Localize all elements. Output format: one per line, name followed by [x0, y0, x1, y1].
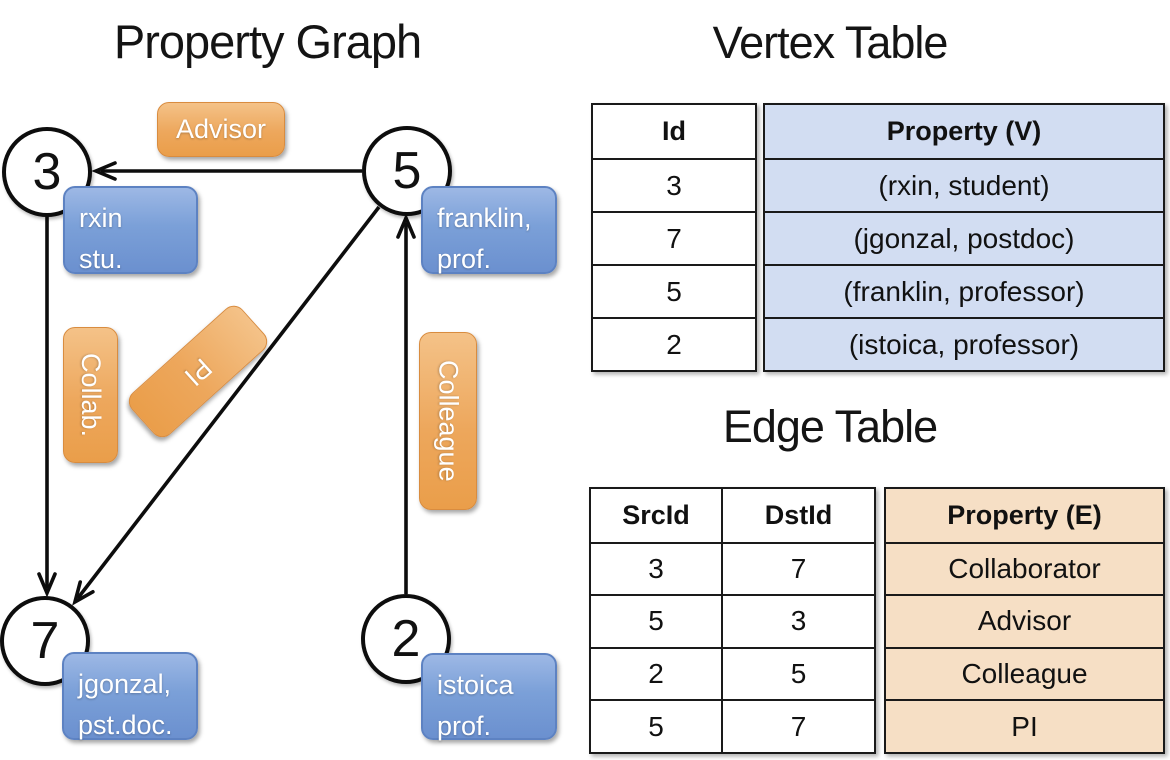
edge-table-dstid-header: DstId: [721, 489, 874, 542]
edge-table-property-cell: Collaborator: [886, 541, 1163, 595]
vertex-table-property-cell: (istoica, professor): [765, 317, 1163, 370]
edge-table-property-header: Property (E): [947, 499, 1102, 530]
edge-table-srcid-header: SrcId: [622, 499, 690, 530]
property-graph-title: Property Graph: [113, 15, 422, 68]
vertex-property-card-7: jgonzal, pst.doc.: [62, 652, 198, 740]
node-id-label: 5: [392, 142, 422, 200]
node-id-label: 7: [30, 612, 60, 670]
vertex-table-property-cell: (franklin, professor): [765, 264, 1163, 317]
edge-label-text: Colleague: [433, 360, 464, 482]
edge-table-src-cell: 3: [591, 541, 721, 595]
vertex-property-line: istoica: [437, 670, 514, 700]
edge-table-src-cell: 5: [591, 594, 721, 647]
edge-label-collab: Collab.: [63, 327, 118, 463]
vertex-table-id-cell: 7: [593, 211, 755, 264]
vertex-property-line: franklin,: [437, 203, 532, 233]
edge-table-dst-cell: 3: [721, 594, 874, 647]
edge-table-dst-cell: 7: [721, 541, 874, 595]
vertex-table-property-cell: (rxin, student): [765, 158, 1163, 211]
edge-label-text: PI: [178, 352, 218, 392]
vertex-table-id-header: Id: [662, 116, 686, 146]
vertex-table-title: Vertex Table: [712, 17, 949, 68]
node-id-label: 2: [391, 610, 421, 668]
vertex-table-property-cell: (jgonzal, postdoc): [765, 211, 1163, 264]
vertex-property-line: prof.: [437, 243, 492, 274]
edge-table-property-column: Property (E) Collaborator Advisor Collea…: [884, 487, 1165, 754]
vertex-property-line: rxin: [79, 203, 123, 233]
edge-table-property-cell: Colleague: [886, 646, 1163, 700]
edge-table-dst-cell: 5: [721, 646, 874, 700]
vertex-property-card-5: franklin, prof.: [421, 186, 557, 274]
vertex-property-line: prof.: [437, 710, 492, 741]
graph-edge-arrows: [37, 161, 416, 606]
vertex-table-id-cell: 5: [593, 264, 755, 317]
vertex-property-card-2: istoica prof.: [421, 653, 557, 741]
edge-label-text: Collab.: [76, 352, 106, 438]
edge-label-advisor: Advisor: [157, 102, 285, 157]
node-id-label: 3: [32, 143, 62, 201]
edge-table-dst-cell: 7: [721, 699, 874, 752]
vertex-property-line: stu.: [79, 243, 123, 274]
edge-table-title: Edge Table: [722, 401, 938, 452]
edge-label-text: Advisor: [175, 114, 267, 144]
edge-table-id-columns: SrcId DstId 3 7 5 3 2 5 5 7: [589, 487, 876, 754]
edge-table-property-cell: Advisor: [886, 594, 1163, 647]
node-circle-2: 2: [361, 594, 451, 684]
vertex-property-line: pst.doc.: [78, 709, 173, 740]
vertex-property-line: jgonzal,: [78, 669, 172, 699]
vertex-table-id-cell: 2: [593, 317, 755, 370]
edge-label-colleague: Colleague: [419, 332, 477, 510]
edge-table-property-cell: PI: [886, 699, 1163, 752]
vertex-table-property-column: Property (V) (rxin, student) (jgonzal, p…: [763, 103, 1165, 372]
vertex-property-card-3: rxin stu.: [63, 186, 198, 274]
edge-table-src-cell: 5: [591, 699, 721, 752]
vertex-table-id-column: Id 3 7 5 2: [591, 103, 757, 372]
vertex-table-property-header: Property (V): [886, 116, 1042, 146]
vertex-table-id-cell: 3: [593, 158, 755, 211]
edge-table-src-cell: 2: [591, 646, 721, 700]
